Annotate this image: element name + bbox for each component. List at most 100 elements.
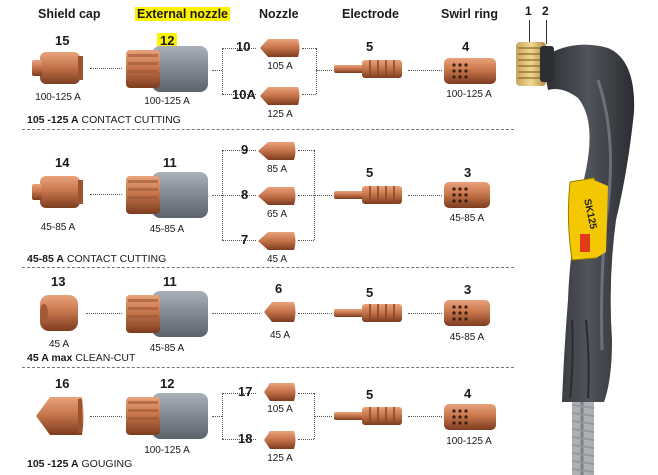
connector [298,439,314,440]
swirl-ring-part [444,300,490,326]
connector [298,195,332,196]
shield-cap-part [36,397,84,435]
swirl-ring-number: 3 [464,165,472,180]
shield-cap-number: 14 [55,155,70,170]
swirl-ring-part [444,182,490,208]
external-nozzle-part [126,172,208,218]
shield-cap-number: 13 [51,274,66,289]
external-nozzle-amperage: 100-125 A [144,445,190,456]
nozzle-part [258,187,296,205]
swirl-ring-number: 3 [464,282,472,297]
connector [298,393,314,394]
nozzle-amperage: 105 A [267,61,293,72]
external-nozzle-amperage: 45-85 A [149,224,185,235]
external-nozzle-number: 11 [163,274,177,289]
external-nozzle-number: 11 [163,155,177,170]
connector [408,195,442,196]
connector [298,313,332,314]
group-label: 45 A max CLEAN-CUT [27,352,135,364]
nozzle-number: 18 [238,431,253,446]
torch-body [516,42,635,475]
group-range: 45 A max [27,352,73,364]
shield-cap-part [40,295,78,331]
connector [298,150,314,151]
group-label: 45-85 A CONTACT CUTTING [27,253,166,265]
callout-leader [529,20,530,42]
connector [222,393,256,394]
callout-leader [546,20,547,44]
group-label: 105 -125 A GOUGING [27,458,132,470]
group-mode: CONTACT CUTTING [66,253,167,265]
external-nozzle-part [126,393,208,439]
shield-cap-amperage: 45 A [48,339,70,350]
nozzle-part [264,431,296,449]
connector [298,240,314,241]
nozzle-part [260,87,300,105]
header-swirl-ring: Swirl ring [441,7,498,21]
connector [222,94,256,95]
electrode-part [334,304,402,322]
group-range: 105 -125 A [27,458,79,470]
nozzle-part [264,302,296,322]
connector [408,70,442,71]
nozzle-number: 8 [241,187,249,202]
header-nozzle: Nozzle [259,7,299,21]
electrode-part [334,186,402,204]
connector [408,313,442,314]
group-mode: CONTACT CUTTING [81,114,181,126]
nozzle-amperage: 45 A [266,254,288,265]
nozzle-number: 9 [241,142,249,157]
connector [90,68,122,69]
connector [222,48,256,49]
connector [316,48,317,94]
nozzle-number: 7 [241,232,249,247]
nozzle-amperage: 65 A [266,209,288,220]
torch-callout-1: 1 [525,4,532,18]
connector [302,94,316,95]
row-separator [22,367,514,368]
group-label: 105 -125 A CONTACT CUTTING [27,114,181,126]
nozzle-amperage: 125 A [267,109,293,120]
connector [212,195,222,196]
swirl-ring-part [444,404,496,430]
shield-cap-part [32,176,83,208]
nozzle-amperage: 45 A [269,330,291,341]
swirl-ring-part [444,58,496,84]
electrode-number: 5 [366,285,374,300]
shield-cap-amperage: 100-125 A [35,92,81,103]
connector [86,313,122,314]
external-nozzle-part [126,46,208,92]
nozzle-number: 6 [275,281,283,296]
swirl-ring-amperage: 100-125 A [446,89,492,100]
electrode-number: 5 [366,39,374,54]
connector [212,416,222,417]
swirl-ring-amperage: 45-85 A [449,213,485,224]
header-shield-cap: Shield cap [38,7,101,21]
electrode-number: 5 [366,165,374,180]
connector [90,416,122,417]
connector [222,48,223,94]
nozzle-amperage: 125 A [267,453,293,464]
group-mode: GOUGING [81,458,133,470]
header-electrode: Electrode [342,7,399,21]
shield-cap-amperage: 45-85 A [40,222,76,233]
connector [222,150,256,151]
connector [222,439,256,440]
shield-cap-part [32,52,83,84]
external-nozzle-number: 12 [157,33,178,48]
nozzle-amperage: 105 A [267,404,293,415]
connector [212,70,222,71]
shield-cap-number: 15 [55,33,70,48]
connector [314,416,332,417]
row-separator [22,129,514,130]
nozzle-number: 10 [236,39,251,54]
group-mode: CLEAN-CUT [75,352,136,364]
nozzle-amperage: 85 A [266,164,288,175]
nozzle-part [264,383,296,401]
shield-cap-number: 16 [55,376,70,391]
nozzle-part [258,232,296,250]
row-separator [22,267,514,268]
swirl-ring-amperage: 100-125 A [446,436,492,447]
header-external-nozzle: External nozzle [135,7,230,21]
swirl-ring-amperage: 45-85 A [449,332,485,343]
